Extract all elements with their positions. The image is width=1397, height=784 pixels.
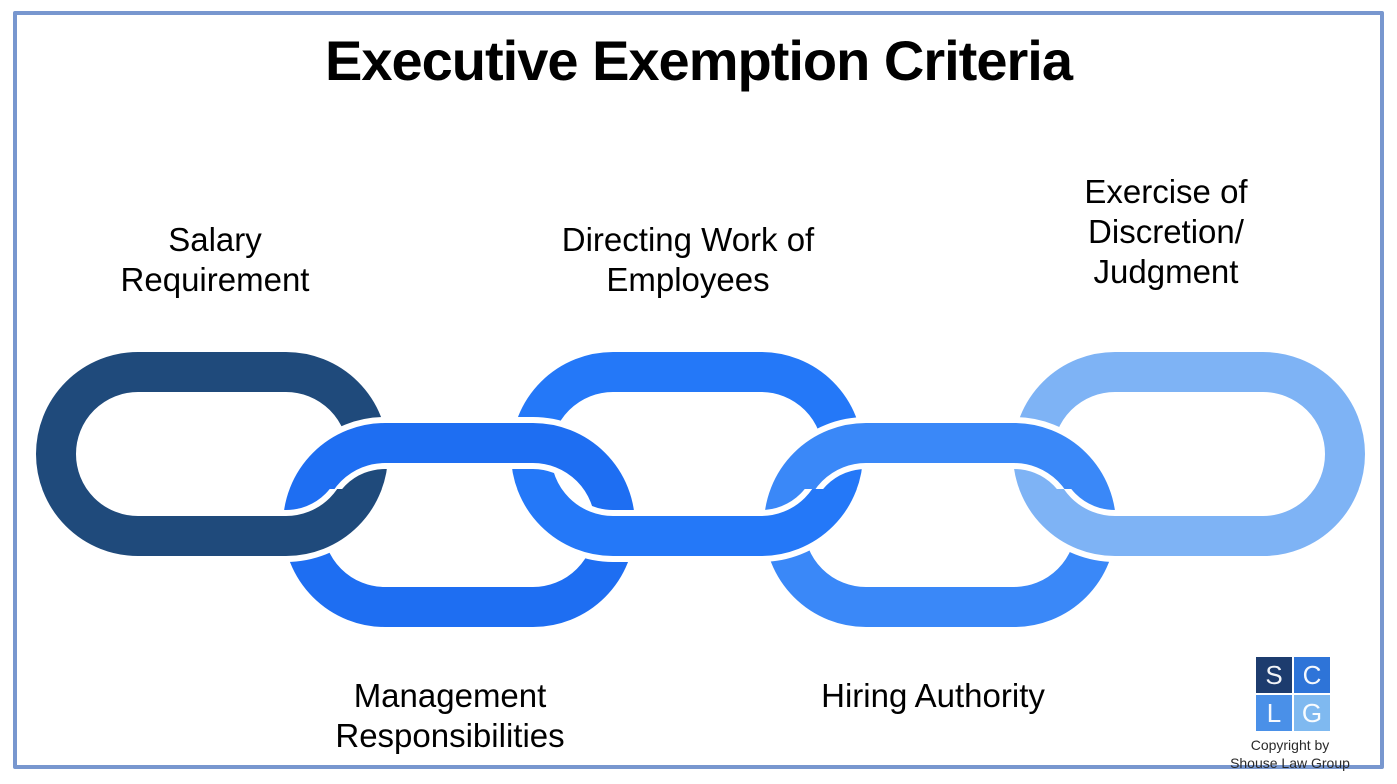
logo-square-s: S	[1256, 657, 1292, 693]
criterion-label-salary-requirement: Salary Requirement	[15, 220, 415, 300]
label-line: Requirement	[120, 261, 310, 298]
caption-line: Copyright by	[1250, 737, 1330, 753]
label-line: Management	[353, 677, 547, 714]
label-line: Discretion/	[1088, 213, 1244, 250]
page-title: Executive Exemption Criteria	[325, 29, 1073, 92]
label-line: Exercise of	[1084, 173, 1248, 210]
sclg-logo: S C L G	[1256, 657, 1330, 731]
chain-link-ring	[1019, 489, 1359, 556]
caption-line: Shouse Law Group	[1230, 755, 1350, 771]
label-line: Judgment	[1093, 253, 1239, 290]
logo-square-l: L	[1256, 695, 1292, 731]
criterion-label-management-responsibilities: Management Responsibilities	[250, 676, 650, 756]
label-line: Responsibilities	[335, 717, 565, 754]
criterion-label-directing-work: Directing Work of Employees	[488, 220, 888, 300]
label-line: Employees	[606, 261, 770, 298]
criterion-label-discretion-judgment: Exercise of Discretion/ Judgment	[966, 172, 1366, 292]
logo-square-g: G	[1294, 695, 1330, 731]
chain-link-ring	[517, 489, 857, 556]
logo-square-c: C	[1294, 657, 1330, 693]
chain-link-ring	[42, 489, 382, 556]
criterion-label-hiring-authority: Hiring Authority	[733, 676, 1133, 716]
chain-interlock-overlay	[35, 489, 1366, 562]
label-line: Directing Work of	[561, 221, 815, 258]
label-line: Salary	[168, 221, 262, 258]
logo-caption: Copyright by Shouse Law Group	[1205, 736, 1375, 772]
label-line: Hiring Authority	[821, 677, 1045, 714]
page-border-frame	[13, 11, 1384, 769]
